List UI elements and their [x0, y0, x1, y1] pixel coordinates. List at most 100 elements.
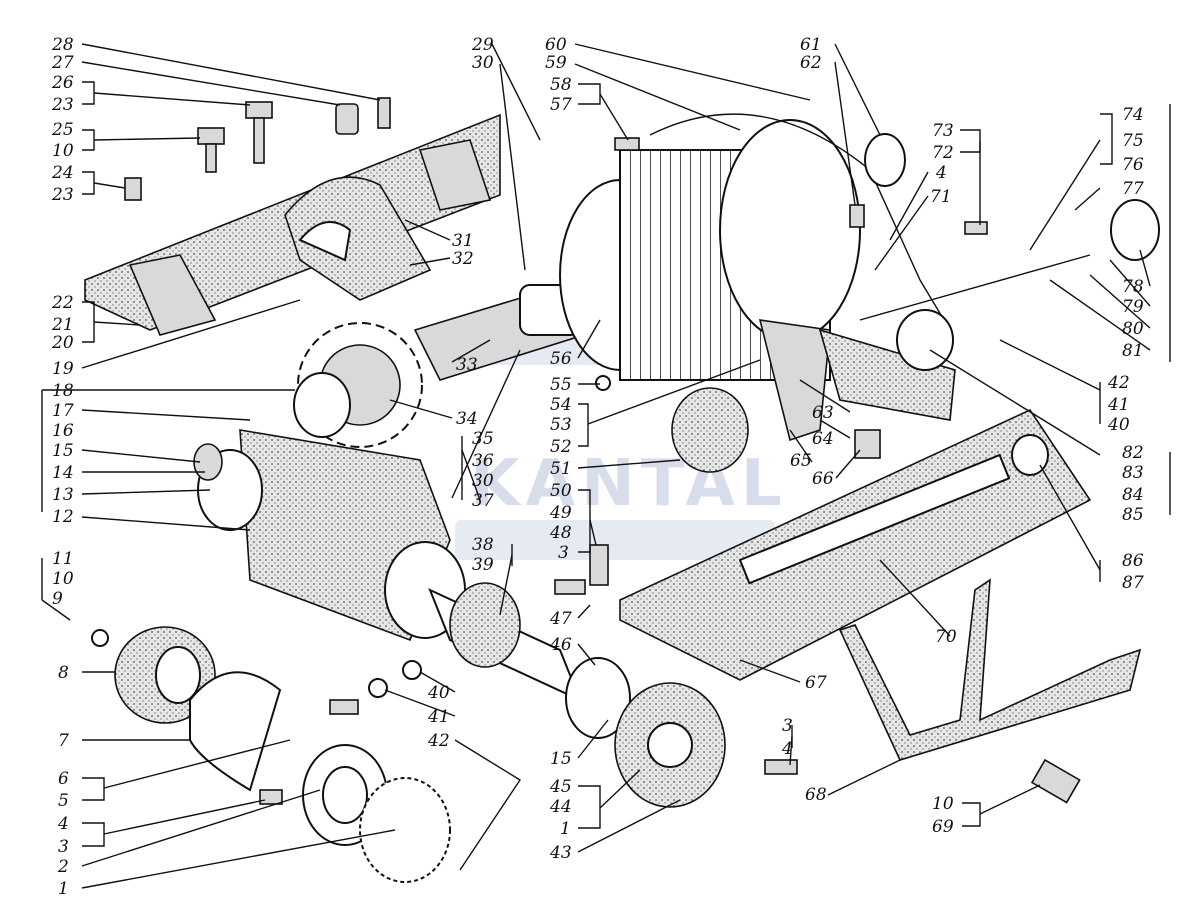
label-55: 55 — [550, 375, 572, 395]
label-6: 6 — [58, 769, 69, 789]
drum-flange-right — [719, 119, 861, 341]
label-2: 2 — [57, 857, 69, 877]
washer-40 — [402, 660, 422, 680]
label-82: 82 — [1122, 443, 1144, 463]
label-54: 54 — [550, 395, 572, 415]
bolt-50 — [589, 544, 609, 586]
label-65: 65 — [790, 451, 812, 471]
label-40b: 40 — [1107, 415, 1130, 435]
label-56: 56 — [550, 349, 572, 369]
label-76: 76 — [1122, 155, 1144, 175]
label-15a: 15 — [52, 441, 74, 461]
label-46: 46 — [549, 635, 572, 655]
label-8: 8 — [58, 663, 69, 683]
label-41b: 41 — [1107, 395, 1130, 415]
label-30b: 30 — [472, 471, 494, 491]
label-40a: 40 — [427, 683, 450, 703]
bolt-57 — [614, 137, 640, 151]
bolt-69 — [1030, 758, 1081, 804]
label-68: 68 — [805, 785, 827, 805]
label-66: 66 — [812, 469, 834, 489]
label-16: 16 — [52, 421, 74, 441]
label-3c: 3 — [782, 716, 793, 736]
label-36: 36 — [472, 451, 494, 471]
washer-49 — [554, 579, 586, 595]
label-37: 37 — [472, 491, 494, 511]
label-23a: 23 — [51, 95, 74, 115]
label-34: 34 — [456, 409, 478, 429]
clamp-ring-61 — [864, 133, 906, 187]
label-1b: 1 — [560, 819, 571, 839]
label-51: 51 — [550, 459, 572, 479]
support-bracket-68 — [838, 578, 1142, 761]
bolt-shank-25 — [205, 143, 217, 173]
label-85: 85 — [1122, 505, 1144, 525]
label-26: 26 — [51, 73, 74, 93]
label-28: 28 — [51, 35, 74, 55]
label-87: 87 — [1122, 573, 1144, 593]
bracket-foot-right — [418, 139, 492, 211]
washer-41 — [368, 678, 388, 698]
bolt-shank-26 — [253, 117, 265, 164]
worm-wheel — [449, 582, 521, 668]
label-4b: 4 — [935, 163, 947, 183]
label-41a: 41 — [427, 707, 450, 727]
brake-band-7 — [189, 671, 282, 792]
label-10c: 10 — [932, 794, 954, 814]
label-78: 78 — [1122, 277, 1144, 297]
label-86: 86 — [1122, 551, 1144, 571]
label-70: 70 — [935, 627, 957, 647]
bushing-82 — [896, 309, 954, 371]
bolt-72 — [964, 221, 988, 235]
label-63: 63 — [812, 403, 834, 423]
part-labels: 28 27 26 23 25 10 24 23 22 21 20 19 18 1… — [51, 35, 1144, 899]
bolt-3-4 — [764, 759, 798, 775]
leader-lines — [41, 43, 1171, 889]
label-15b: 15 — [550, 749, 572, 769]
bearing-housing — [284, 176, 432, 301]
label-84: 84 — [1122, 485, 1144, 505]
bearing-46 — [565, 657, 631, 739]
label-74: 74 — [1122, 105, 1144, 125]
label-81: 81 — [1122, 341, 1144, 361]
fitting-28 — [377, 97, 391, 129]
label-31: 31 — [452, 231, 474, 251]
label-52: 52 — [550, 437, 572, 457]
label-44: 44 — [549, 797, 572, 817]
label-1a: 1 — [58, 879, 69, 899]
label-77: 77 — [1122, 179, 1144, 199]
fitting-86 — [1011, 434, 1049, 476]
label-22: 22 — [51, 293, 74, 313]
label-25: 25 — [51, 120, 74, 140]
label-32: 32 — [452, 249, 474, 269]
nut-27 — [335, 103, 359, 135]
label-72: 72 — [932, 143, 954, 163]
label-67: 67 — [805, 673, 827, 693]
label-3b: 3 — [558, 543, 569, 563]
label-4a: 4 — [57, 814, 69, 834]
label-27: 27 — [51, 53, 74, 73]
bracket-foot-left — [128, 254, 217, 336]
label-9: 9 — [52, 589, 63, 609]
washer-9 — [91, 629, 109, 647]
brake-drum-hub — [155, 646, 201, 704]
label-79: 79 — [1122, 297, 1144, 317]
label-53: 53 — [550, 415, 572, 435]
label-49: 49 — [549, 503, 572, 523]
label-60: 60 — [545, 35, 567, 55]
spring-42 — [329, 699, 359, 715]
label-80: 80 — [1122, 319, 1144, 339]
label-30a: 30 — [472, 53, 494, 73]
label-35: 35 — [472, 429, 494, 449]
label-11: 11 — [52, 549, 74, 569]
label-48: 48 — [549, 523, 572, 543]
clamp-62 — [849, 204, 865, 228]
label-42b: 42 — [1107, 373, 1130, 393]
label-69: 69 — [932, 817, 954, 837]
label-59: 59 — [545, 53, 567, 73]
label-18: 18 — [52, 381, 74, 401]
label-58: 58 — [550, 75, 572, 95]
bearing-housing-bore — [298, 221, 352, 262]
label-33: 33 — [456, 355, 478, 375]
